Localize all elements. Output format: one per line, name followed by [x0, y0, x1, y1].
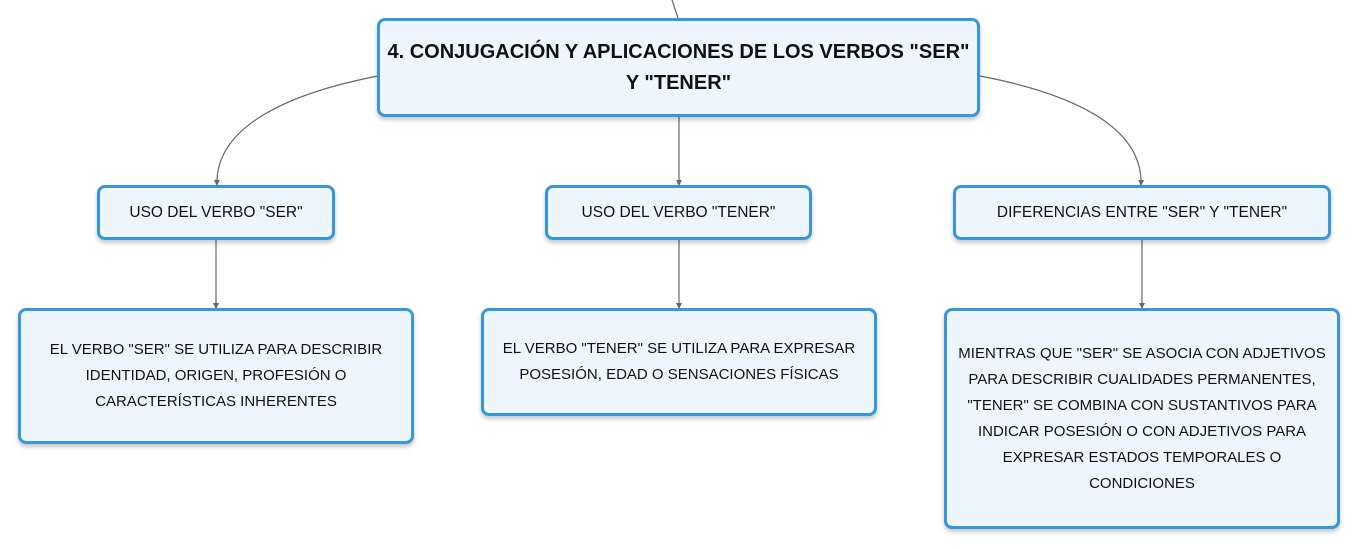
- central-topic-title: 4. CONJUGACIÓN Y APLICACIONES DE LOS VER…: [387, 40, 970, 94]
- central-topic-node[interactable]: 4. CONJUGACIÓN Y APLICACIONES DE LOS VER…: [377, 18, 980, 117]
- subtopic-text-ser-detail: EL VERBO "SER" SE UTILIZA PARA DESCRIBIR…: [49, 341, 383, 410]
- subtopic-text-tener-detail: EL VERBO "TENER" SE UTILIZA PARA EXPRESA…: [502, 340, 856, 383]
- connector-parent-to-root: [671, 0, 679, 19]
- connector-root-to-diferencias: [979, 75, 1145, 186]
- topic-node-diferencias[interactable]: DIFERENCIAS ENTRE "SER" Y "TENER": [953, 185, 1331, 240]
- topic-label-uso-ser: USO DEL VERBO "SER": [129, 203, 303, 221]
- topic-node-uso-ser[interactable]: USO DEL VERBO "SER": [97, 185, 335, 240]
- topic-label-diferencias: DIFERENCIAS ENTRE "SER" Y "TENER": [996, 203, 1288, 221]
- topic-node-uso-tener[interactable]: USO DEL VERBO "TENER": [545, 185, 812, 240]
- subtopic-node-ser-detail[interactable]: EL VERBO "SER" SE UTILIZA PARA DESCRIBIR…: [18, 308, 414, 444]
- subtopic-text-diferencias-detail: MIENTRAS QUE "SER" SE ASOCIA CON ADJETIV…: [958, 344, 1326, 492]
- subtopic-node-tener-detail[interactable]: EL VERBO "TENER" SE UTILIZA PARA EXPRESA…: [481, 308, 877, 416]
- connector-root-to-ser: [213, 75, 379, 186]
- topic-label-uso-tener: USO DEL VERBO "TENER": [581, 203, 776, 221]
- subtopic-node-diferencias-detail[interactable]: MIENTRAS QUE "SER" SE ASOCIA CON ADJETIV…: [944, 308, 1340, 529]
